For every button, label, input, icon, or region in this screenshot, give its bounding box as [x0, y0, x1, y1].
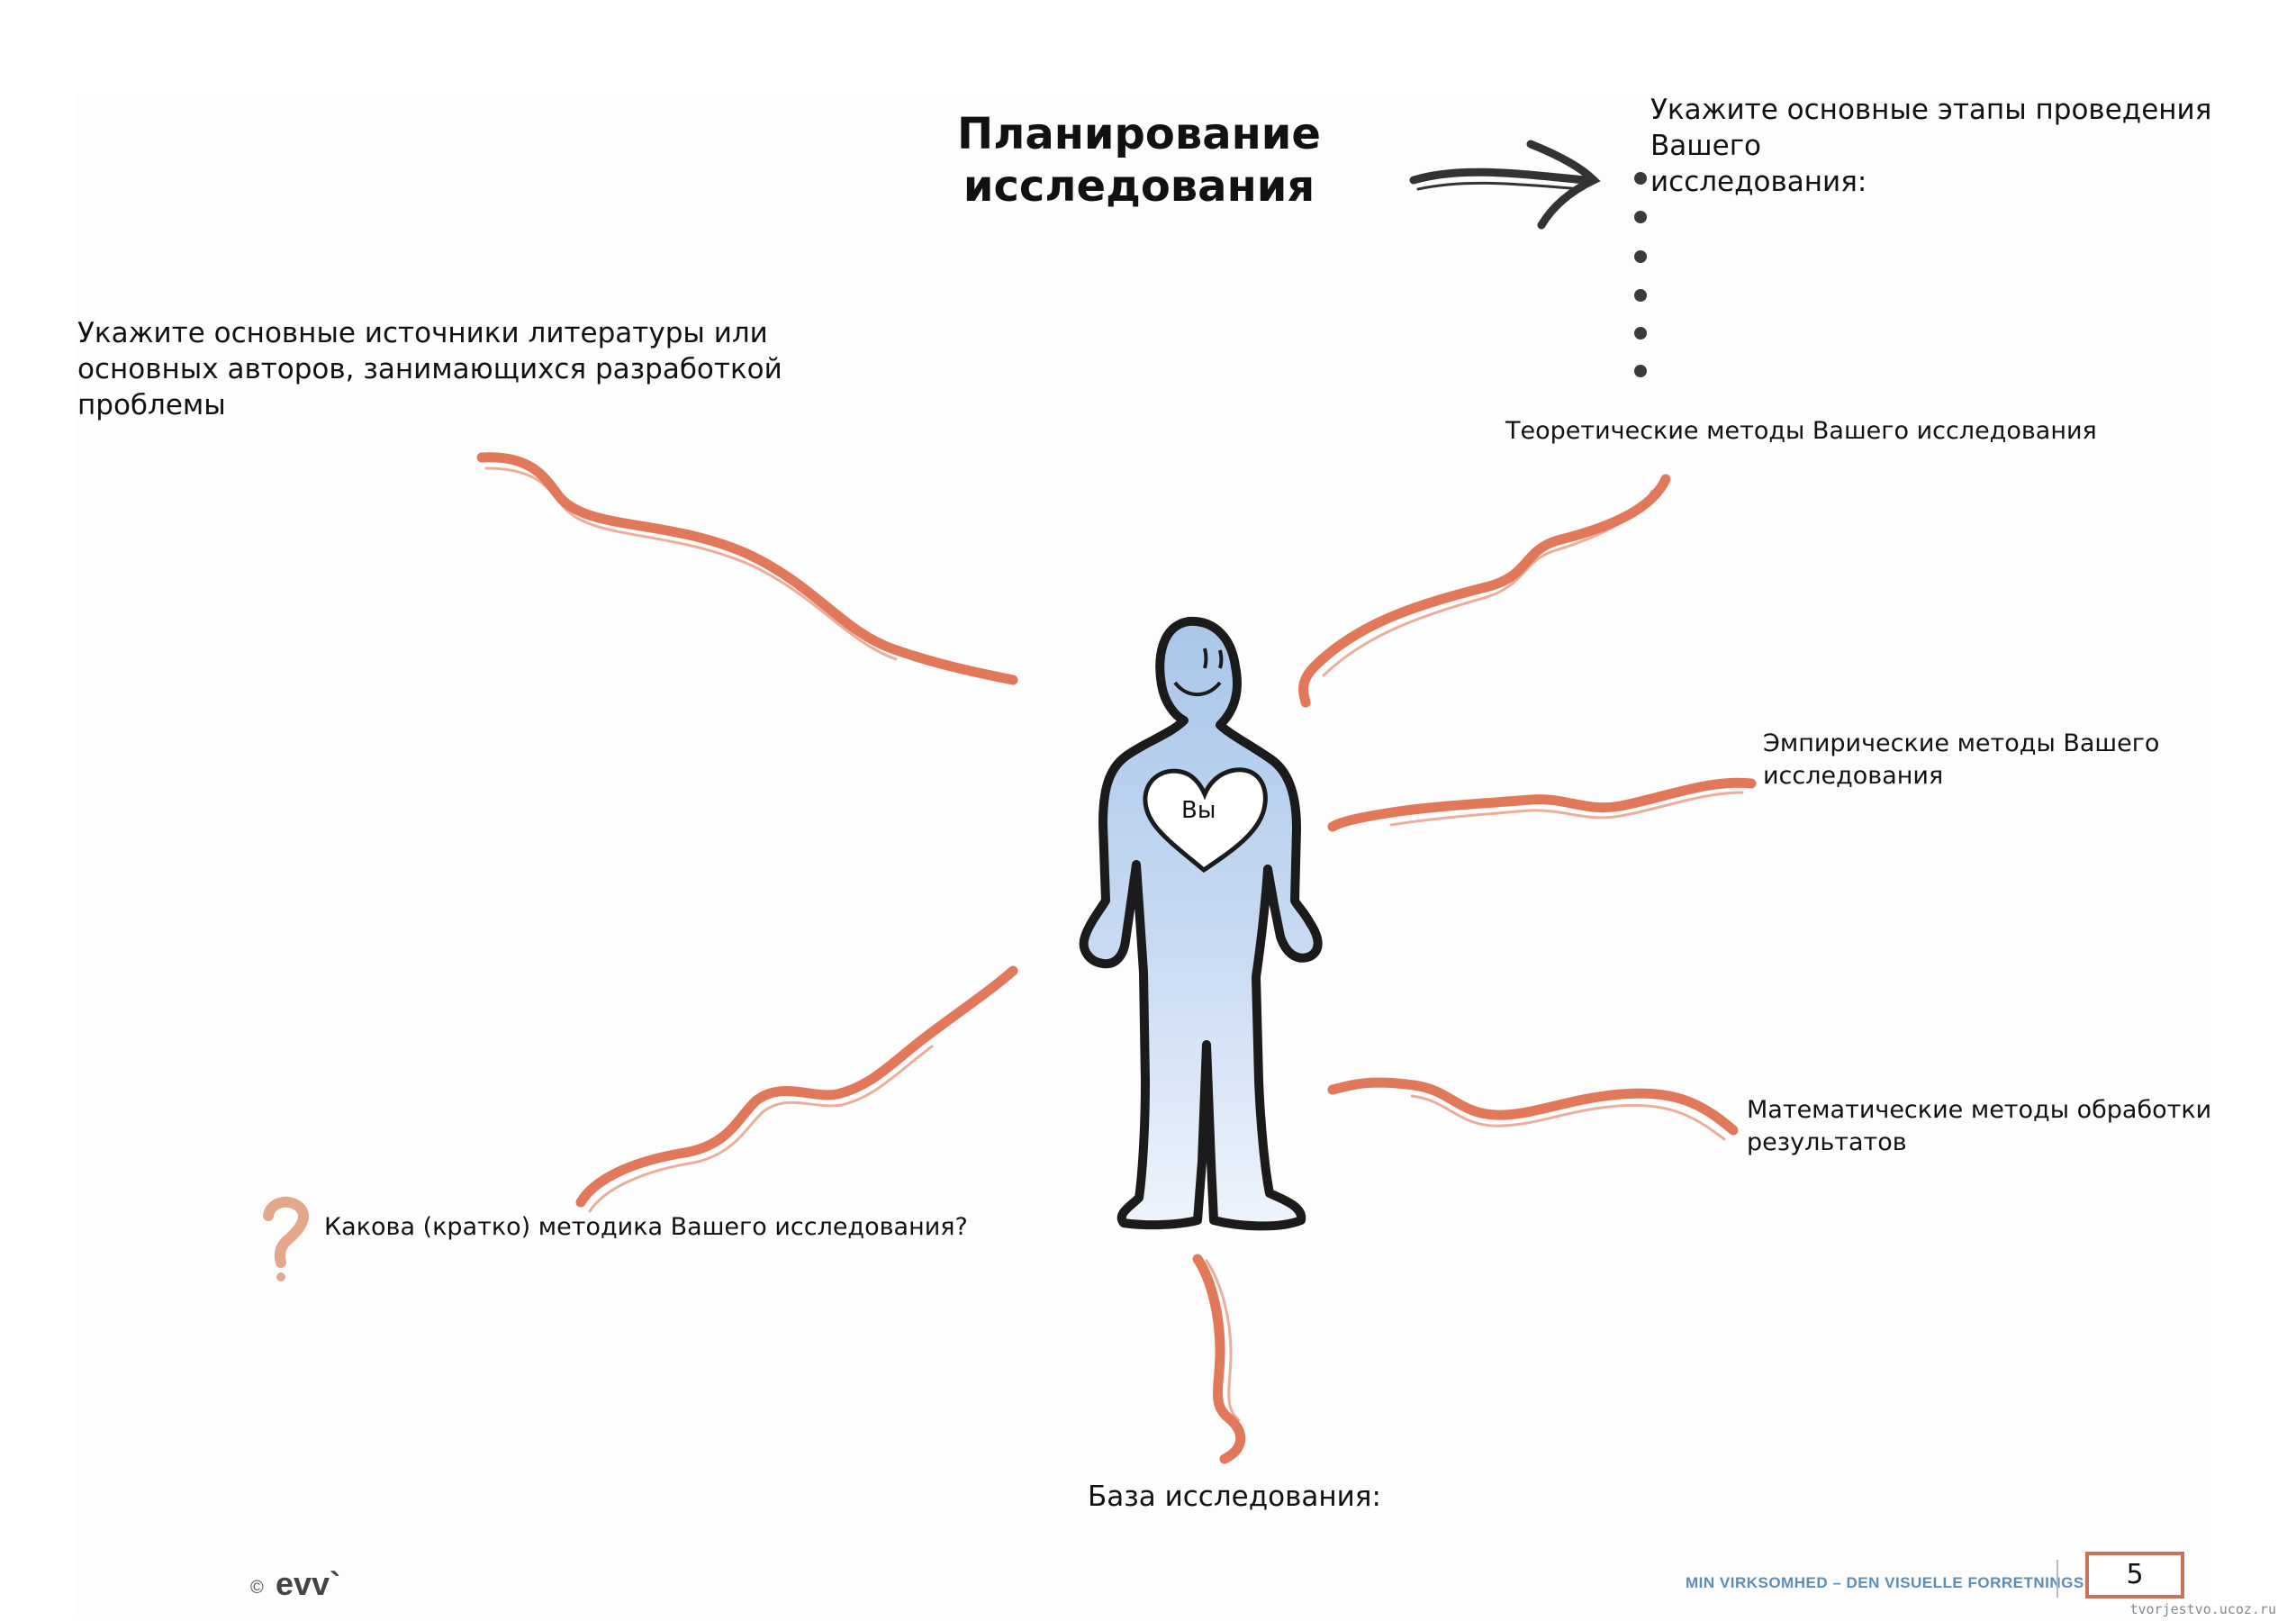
stroke-mathematical: [1327, 1077, 1739, 1136]
stage-bullet: [1634, 327, 1647, 340]
publisher-logo: evv`: [276, 1565, 341, 1602]
empirical-methods-label: Эмпирические методы Вашего исследования: [1763, 728, 2159, 792]
heart-label: Вы: [1181, 797, 1216, 824]
mathematical-line-1: Математические методы обработки: [1747, 1096, 2212, 1124]
heart-icon: [1143, 767, 1268, 874]
stroke-base: [1192, 1254, 1246, 1464]
literature-line-1: Укажите основные источники литературы ил…: [77, 317, 768, 349]
stroke-methodology: [575, 965, 1018, 1208]
research-base-label: База исследования:: [1088, 1481, 1381, 1513]
mathematical-line-2: результатов: [1747, 1128, 1907, 1156]
empirical-line-1: Эмпирические методы Вашего: [1763, 729, 2160, 757]
stage-bullet: [1634, 211, 1647, 223]
arrow-icon: [1409, 140, 1601, 230]
stages-line-2: исследования:: [1650, 166, 1867, 198]
mathematical-methods-label: Математические методы обработки результа…: [1747, 1094, 2211, 1159]
page-number: 5: [2085, 1552, 2184, 1598]
page-title-line-1: Планирование: [957, 109, 1321, 159]
series-title: MIN VIRKSOMHED – DEN VISUELLE FORRETNING…: [1686, 1574, 2128, 1591]
stage-bullet: [1634, 250, 1647, 263]
empirical-line-2: исследования: [1763, 762, 1944, 790]
stage-bullet: [1634, 289, 1647, 302]
stages-line-1: Укажите основные этапы проведения Вашего: [1650, 94, 2212, 162]
stage-bullet: [1634, 172, 1647, 185]
copyright-symbol: ©: [250, 1578, 264, 1598]
literature-prompt: Укажите основные источники литературы ил…: [77, 315, 782, 423]
methodology-question-label: Какова (кратко) методика Вашего исследов…: [324, 1213, 968, 1241]
page-title: Планирование исследования: [887, 108, 1391, 213]
footer-divider: [2056, 1560, 2058, 1598]
stage-bullet: [1634, 365, 1647, 377]
question-mark-icon: [263, 1196, 309, 1281]
stages-bullet-list: [1634, 172, 1647, 377]
literature-line-3: проблемы: [77, 389, 226, 421]
literature-line-2: основных авторов, занимающихся разработк…: [77, 353, 782, 385]
page-title-line-2: исследования: [963, 161, 1315, 212]
brush-strokes: [476, 452, 1757, 1464]
stroke-empirical: [1327, 777, 1757, 832]
person-figure: [1079, 616, 1323, 1231]
watermark: tvorjestvo.ucoz.ru: [2129, 1601, 2276, 1617]
theoretical-methods-label: Теоретические методы Вашего исследования: [1505, 417, 2097, 445]
stroke-theoretical: [1298, 474, 1671, 708]
stages-prompt: Укажите основные этапы проведения Вашего…: [1650, 92, 2296, 200]
stroke-literature: [476, 452, 1018, 685]
